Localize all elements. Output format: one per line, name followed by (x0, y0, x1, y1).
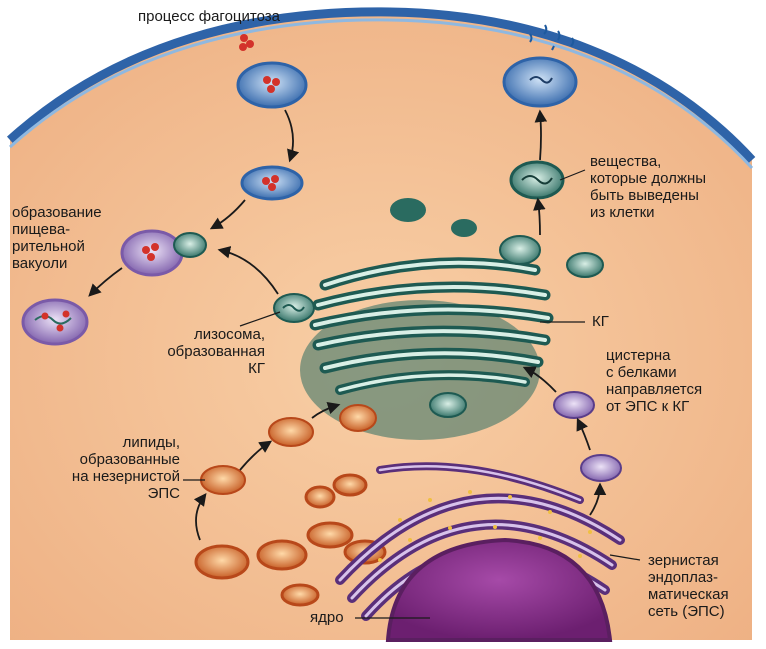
ribosomes (378, 490, 592, 562)
secreted-substance (529, 24, 575, 51)
leader-lines (183, 169, 641, 619)
label-cistern: цистерна с белками направляется от ЭПС к… (606, 347, 703, 415)
golgi-bud (451, 219, 477, 237)
digestive-vacuole-forming (120, 229, 184, 277)
lipid-vesicle (339, 404, 377, 432)
leader-rough-er (609, 554, 641, 561)
transport-vesicle (566, 252, 604, 278)
arrow-er-to-cistern (589, 482, 607, 516)
golgi-bud (390, 198, 426, 222)
arrow-down-from-pit (284, 109, 300, 163)
arrow-lipid-1 (193, 492, 207, 541)
arrows (88, 109, 607, 541)
label-lysosome: лизосома, образованная КГ (167, 326, 265, 377)
arrow-lipid-3 (311, 401, 341, 419)
cell-membrane (6, 7, 756, 164)
label-lipids: липиды, образованные на незернистой ЭПС (71, 434, 180, 502)
label-substances: вещества, которые должны быть выведены и… (590, 153, 707, 221)
arrow-to-vacuole (209, 199, 246, 230)
arrow-golgi-up (533, 197, 546, 236)
lipid-vesicle (268, 417, 314, 447)
arrow-lipid-2 (239, 440, 273, 471)
leader-substances (559, 169, 586, 181)
label-digestive-vacuole: образование пищева- рительной вакуоли (12, 204, 102, 272)
lipid-vesicle (200, 465, 246, 495)
leader-lysosome (239, 311, 281, 327)
cistern-vesicle (580, 454, 622, 482)
lysosome-fusing (173, 232, 207, 258)
exocytosis-pit (502, 56, 578, 108)
smooth-er (194, 473, 387, 607)
arrow-vesicle-to-membrane (534, 109, 548, 161)
arrow-lysosome-to-vacuole (217, 246, 279, 295)
label-rough-er: зернистая эндоплаз- матическая сеть (ЭПС… (648, 552, 729, 620)
phagocytosis-pit (236, 61, 308, 109)
arrow-cistern-to-golgi (522, 366, 557, 393)
label-nucleus: ядро (310, 609, 344, 626)
cistern-vesicle (553, 391, 595, 419)
label-golgi: КГ (592, 313, 609, 330)
arrow-cistern-up (576, 417, 591, 451)
nucleus (385, 537, 613, 642)
arrow-vacuole-out (88, 267, 123, 297)
particle (239, 34, 254, 51)
label-phagocytosis: процесс фагоцитоза (138, 8, 280, 25)
